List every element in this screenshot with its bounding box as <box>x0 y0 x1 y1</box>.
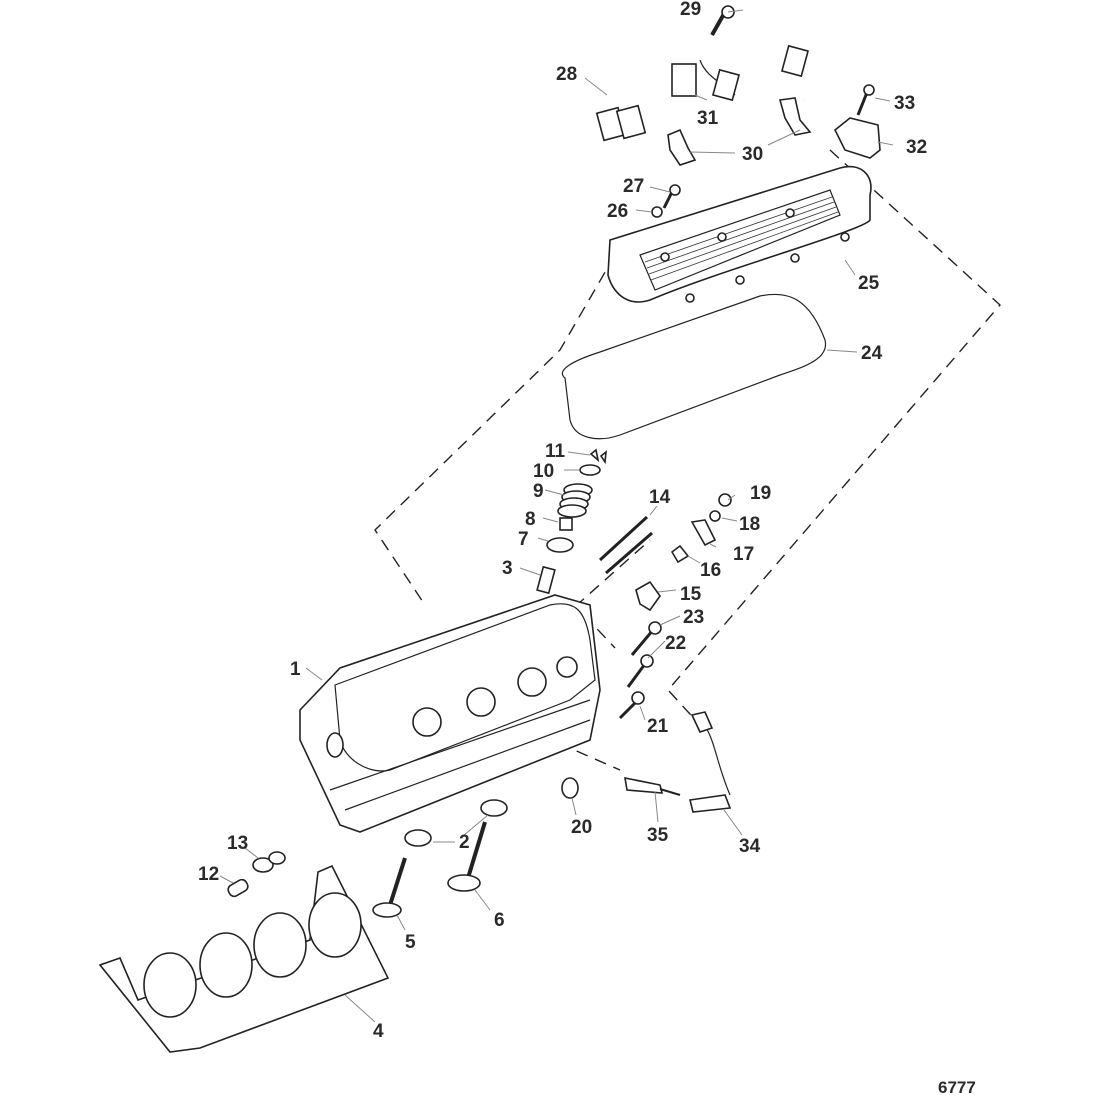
callout-26: 26 <box>607 201 628 222</box>
seal-13 <box>252 851 286 873</box>
head-gasket <box>98 864 390 1053</box>
valve-spring-retainer <box>579 464 601 476</box>
callout-11: 11 <box>545 441 566 462</box>
callout-35: 35 <box>647 825 669 846</box>
callout-14: 14 <box>649 487 671 508</box>
rocker-cover-gasket <box>562 293 827 440</box>
leader-lines <box>219 9 894 1023</box>
bolt-29 <box>710 5 735 36</box>
callout-6: 6 <box>494 910 505 931</box>
callout-9: 9 <box>533 481 544 502</box>
callout-labels: 1 2 3 4 5 6 7 8 9 10 11 12 13 14 15 16 1… <box>198 0 927 1042</box>
harness-connector-center <box>671 63 697 97</box>
callout-10: 10 <box>533 461 554 482</box>
callout-34: 34 <box>739 836 761 857</box>
rocker-nut <box>718 493 732 507</box>
intake-valve <box>372 857 407 918</box>
callout-1: 1 <box>290 659 301 680</box>
dowel-pin <box>536 565 556 595</box>
callout-18: 18 <box>739 514 760 535</box>
spark-plug <box>624 776 681 796</box>
harness-connector-left-2 <box>615 104 647 140</box>
rocker-arm <box>690 519 717 547</box>
callout-21: 21 <box>647 716 669 737</box>
alignment-line-cover-left <box>374 254 616 606</box>
callout-33: 33 <box>894 93 915 114</box>
cylinder-head <box>299 594 601 833</box>
callout-13: 13 <box>227 833 248 854</box>
callout-20: 20 <box>571 817 592 838</box>
callout-22: 22 <box>665 633 686 654</box>
callout-17: 17 <box>733 544 754 565</box>
exhaust-valve <box>447 821 487 892</box>
clip-30-left <box>667 128 697 166</box>
head-bolt-21 <box>618 691 645 720</box>
callout-15: 15 <box>680 584 702 605</box>
valve-seal-2 <box>480 799 508 817</box>
diagram-reference-number: 6777 <box>938 1078 976 1097</box>
callout-3: 3 <box>502 558 513 579</box>
callout-31: 31 <box>697 108 719 129</box>
valve-stem-seal <box>559 517 573 531</box>
wiring-harness <box>595 44 810 142</box>
rocker-ball <box>709 510 721 522</box>
callout-23: 23 <box>683 607 704 628</box>
grommet-26 <box>651 206 663 218</box>
rocker-cover <box>607 165 872 303</box>
alignment-line-cover-right <box>667 149 1001 726</box>
valve-spring-shim <box>546 537 574 553</box>
callout-4: 4 <box>373 1021 384 1042</box>
plug-20 <box>561 777 579 799</box>
callout-12: 12 <box>198 864 219 885</box>
callout-28: 28 <box>556 64 577 85</box>
callout-30: 30 <box>742 144 763 165</box>
callout-27: 27 <box>623 176 644 197</box>
clip-30-right <box>778 97 812 136</box>
callout-19: 19 <box>750 483 771 504</box>
callout-7: 7 <box>518 529 529 550</box>
valve-spring <box>557 483 593 518</box>
callout-29: 29 <box>680 0 701 20</box>
callout-8: 8 <box>525 509 536 530</box>
callout-25: 25 <box>858 273 880 294</box>
rocker-stud <box>670 544 690 564</box>
harness-connector-mid <box>711 68 741 102</box>
ignition-coil <box>833 84 881 159</box>
callout-16: 16 <box>700 560 721 581</box>
callout-32: 32 <box>906 137 927 158</box>
head-bolt-22 <box>626 654 654 688</box>
head-bolt-23 <box>630 621 662 656</box>
callout-5: 5 <box>405 932 416 953</box>
alignment-line-spark-plug <box>539 734 621 771</box>
valve-seal-1 <box>404 829 432 847</box>
pushrods <box>598 515 653 575</box>
callout-24: 24 <box>861 343 883 364</box>
valve-keepers <box>589 448 607 465</box>
spark-plug-wire <box>689 711 732 813</box>
harness-connector-right <box>780 44 810 78</box>
callout-2: 2 <box>459 832 470 853</box>
pushrod-guide <box>635 580 661 612</box>
fitting-12 <box>227 878 249 898</box>
bolt-27 <box>662 184 681 209</box>
